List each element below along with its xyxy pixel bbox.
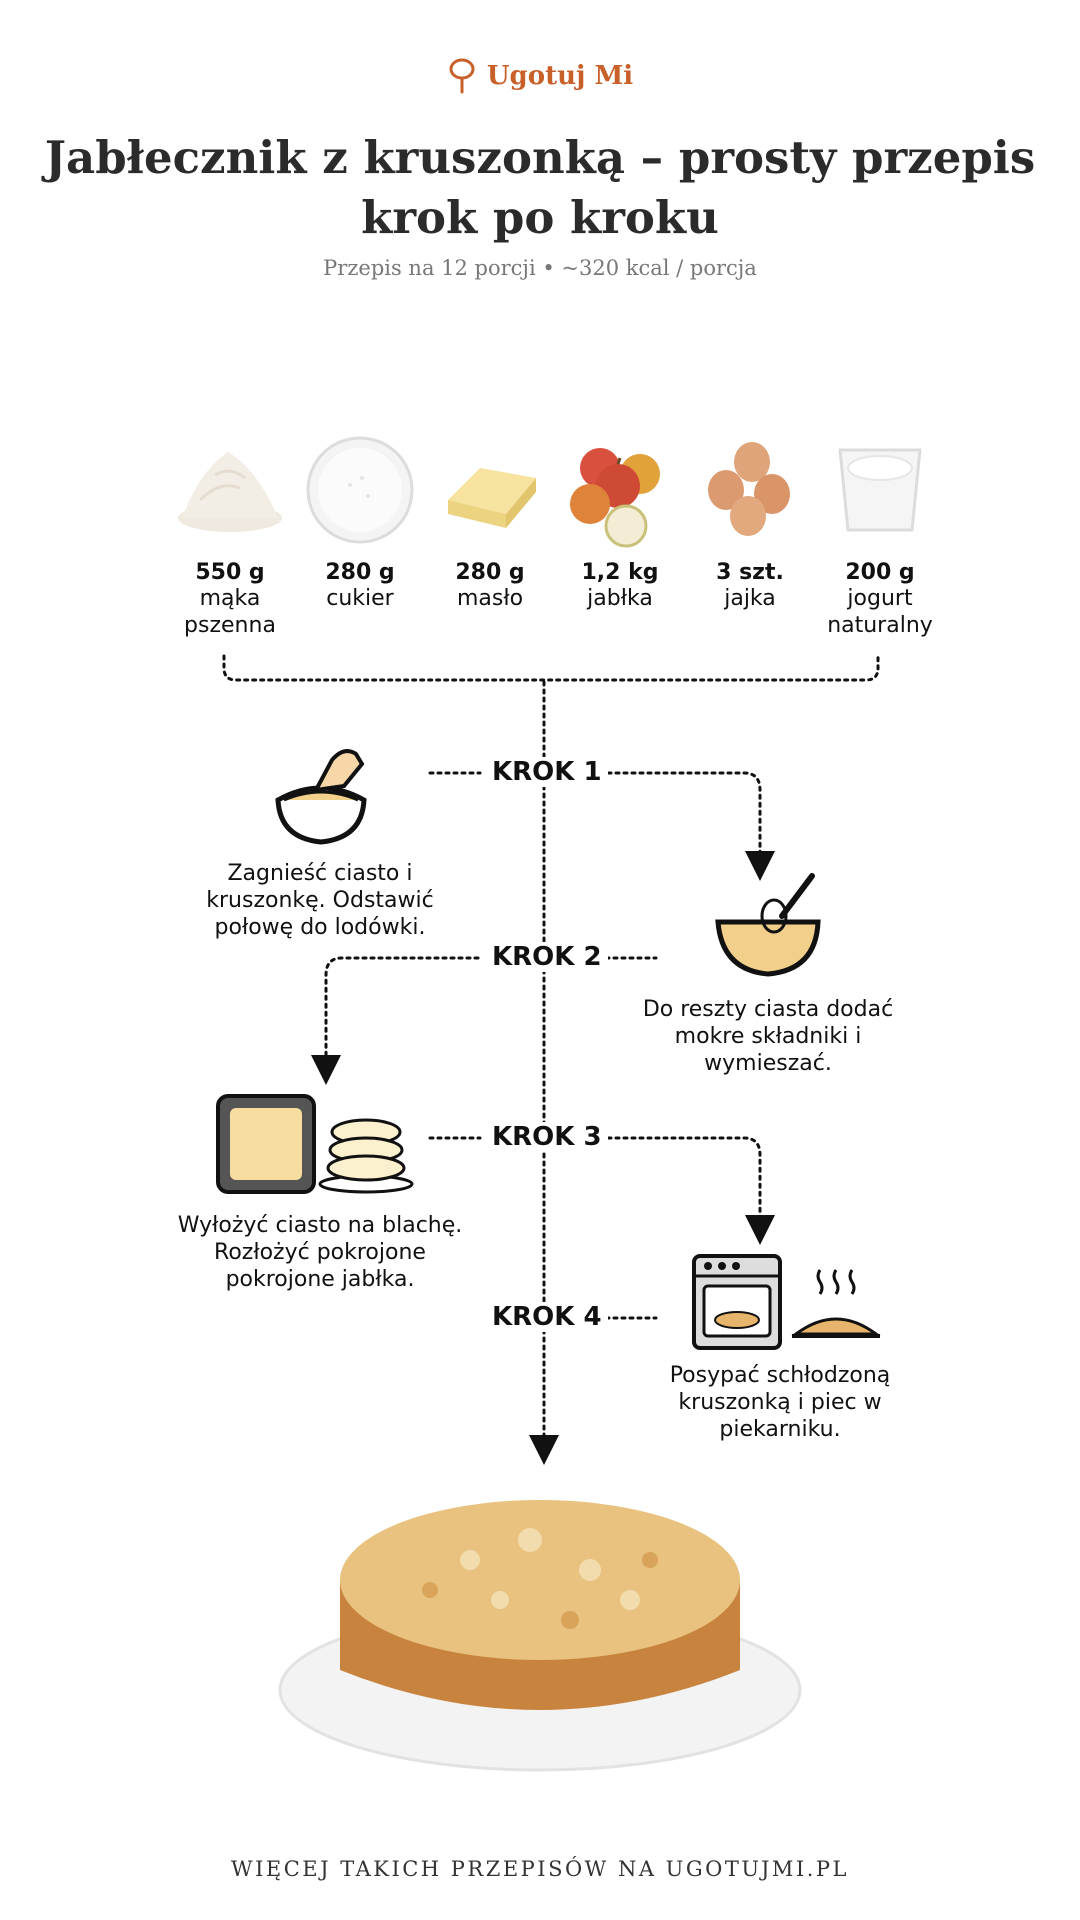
ingredient-amount: 3 szt. <box>716 560 784 585</box>
baking-tray-apple-slices-icon <box>216 1092 416 1202</box>
eggs-icon <box>690 430 810 550</box>
flour-icon <box>170 430 290 550</box>
footer-link[interactable]: WIĘCEJ TAKICH PRZEPISÓW NA UGOTUJMI.PL <box>231 1857 849 1881</box>
step-description: Do reszty ciasta dodać mokre składniki i… <box>642 997 894 1076</box>
ingredient-name: jajka <box>724 586 776 611</box>
yogurt-icon <box>820 430 940 550</box>
brand-name: Ugotuj Mi <box>486 61 634 91</box>
sugar-bowl-icon <box>300 430 420 550</box>
ingredient-name: cukier <box>326 586 394 611</box>
step-label: KROK 1 <box>486 757 608 787</box>
step-description: Zagnieść ciasto i kruszonkę. Odstawić po… <box>206 861 434 940</box>
ingredient-amount: 1,2 kg <box>581 560 659 585</box>
whisk-bowl-icon <box>712 870 832 980</box>
ingredient-name: jogurt naturalny <box>827 586 933 638</box>
butter-icon <box>430 430 550 550</box>
apple-crumble-cake-icon <box>270 1470 810 1780</box>
oven-pie-icon <box>692 1254 882 1354</box>
ingredient-item: 550 g mąka pszenna <box>160 430 300 639</box>
spoon-icon <box>449 58 475 94</box>
ingredient-amount: 550 g <box>195 560 265 585</box>
ingredient-item: 1,2 kg jabłka <box>550 430 690 612</box>
step-label: KROK 3 <box>486 1122 608 1152</box>
ingredient-item: 200 g jogurt naturalny <box>810 430 950 639</box>
ingredient-name: jabłka <box>587 586 653 611</box>
ingredient-item: 280 g masło <box>420 430 560 612</box>
recipe-meta: Przepis na 12 porcji • ~320 kcal / porcj… <box>323 256 757 280</box>
ingredient-name: masło <box>456 586 524 611</box>
ingredient-name: mąka pszenna <box>184 586 276 638</box>
step-description: Wyłożyć ciasto na blachę. Rozłożyć pokro… <box>177 1213 463 1292</box>
step-label: KROK 2 <box>486 942 608 972</box>
brand-header: Ugotuj Mi <box>0 58 1080 94</box>
ingredient-amount: 200 g <box>845 560 915 585</box>
step-description: Posypać schłodzoną kruszonką i piec w pi… <box>669 1363 891 1442</box>
page-title: Jabłecznik z kruszonką – prosty przepis … <box>44 131 1036 244</box>
apples-icon <box>560 430 680 550</box>
ingredient-amount: 280 g <box>455 560 525 585</box>
kneading-bowl-icon <box>266 730 376 850</box>
step-label: KROK 4 <box>486 1302 608 1332</box>
ingredient-item: 280 g cukier <box>290 430 430 612</box>
ingredient-amount: 280 g <box>325 560 395 585</box>
ingredient-item: 3 szt. jajka <box>680 430 820 612</box>
